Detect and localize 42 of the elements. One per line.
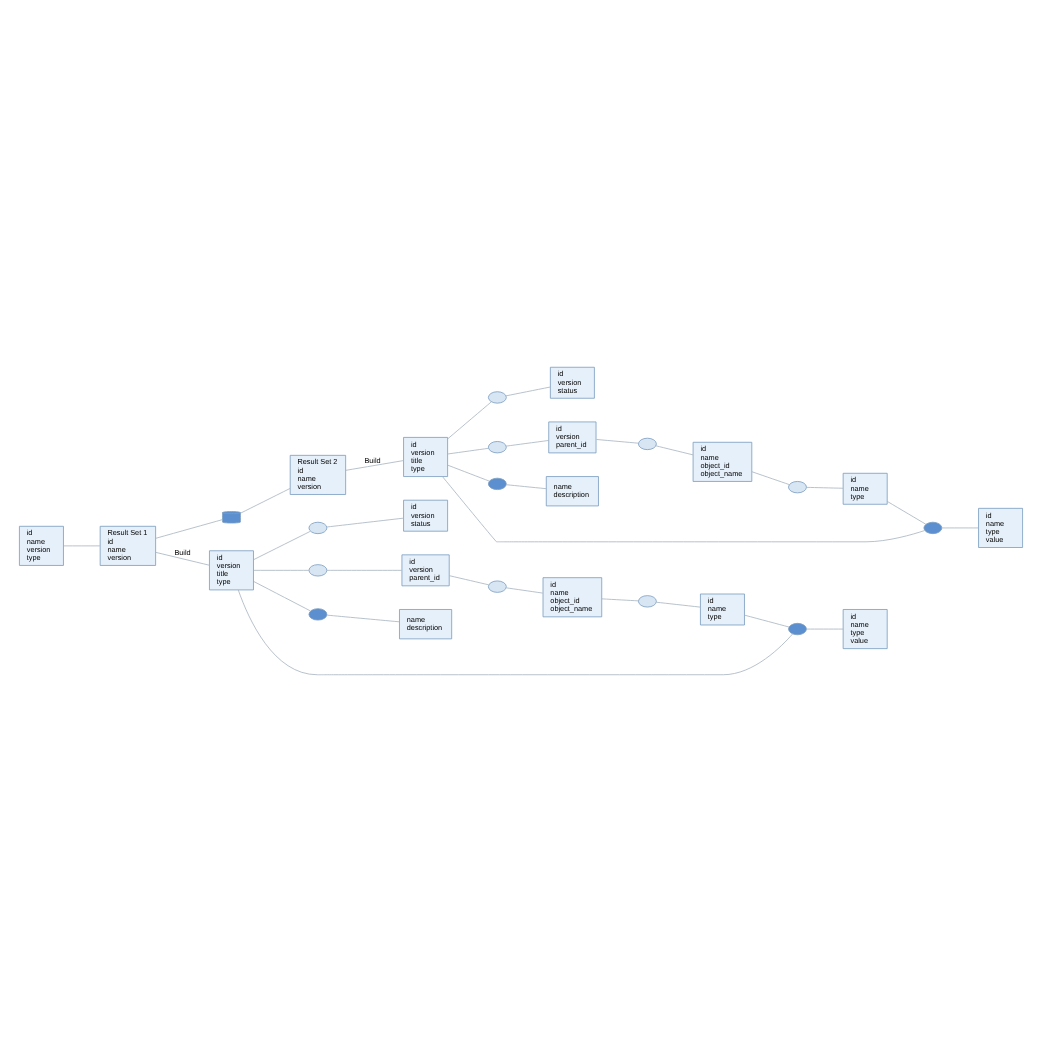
connector bbox=[155, 551, 210, 566]
node-circle bbox=[308, 564, 328, 577]
connector bbox=[63, 545, 101, 547]
connector bbox=[505, 440, 550, 447]
connector bbox=[505, 386, 551, 397]
connector bbox=[155, 519, 223, 539]
connector bbox=[326, 569, 403, 571]
connector bbox=[806, 486, 844, 489]
connector bbox=[345, 460, 404, 471]
connector bbox=[253, 569, 310, 571]
connector bbox=[326, 614, 400, 623]
connector bbox=[448, 575, 490, 586]
connector bbox=[505, 587, 544, 594]
connector bbox=[601, 598, 639, 602]
connector bbox=[655, 601, 701, 608]
connector bbox=[237, 589, 793, 676]
connector bbox=[655, 445, 694, 456]
node-circle bbox=[923, 521, 943, 535]
connector bbox=[447, 464, 490, 482]
connector bbox=[596, 439, 639, 444]
node-circle bbox=[487, 391, 507, 404]
connector bbox=[253, 530, 311, 561]
node-circle bbox=[638, 437, 657, 451]
connector bbox=[447, 447, 489, 455]
connector bbox=[447, 401, 492, 440]
connector bbox=[751, 471, 790, 485]
node-circle bbox=[487, 477, 507, 490]
node-circle bbox=[638, 595, 657, 608]
node-circle bbox=[788, 622, 807, 636]
connector bbox=[253, 581, 311, 612]
connector bbox=[886, 500, 927, 525]
connector bbox=[744, 614, 790, 628]
connector bbox=[505, 484, 547, 490]
node-circle bbox=[487, 441, 507, 454]
node-circle bbox=[308, 521, 328, 535]
connector bbox=[326, 517, 404, 528]
connector bbox=[240, 488, 291, 514]
node-circle bbox=[308, 608, 328, 621]
connector bbox=[941, 527, 979, 529]
node-circle bbox=[487, 580, 507, 593]
connector bbox=[806, 628, 844, 630]
node-circle bbox=[788, 481, 807, 494]
